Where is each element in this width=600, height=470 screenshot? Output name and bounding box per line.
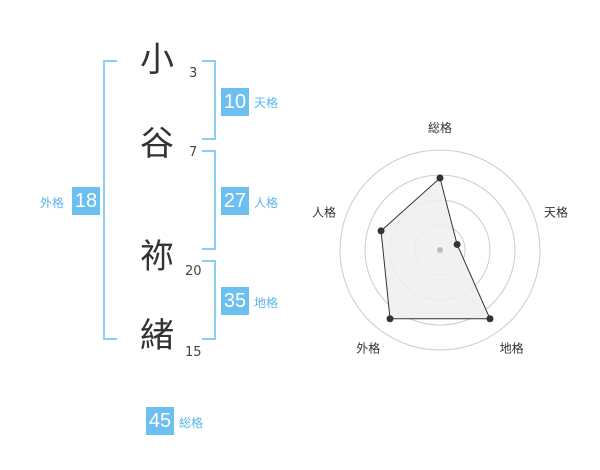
tenkaku-value-badge: 10 xyxy=(221,88,249,116)
soukaku-value-badge: 45 xyxy=(146,407,174,435)
jinkaku-label: 人格 xyxy=(254,196,279,210)
gaikaku-label: 外格 xyxy=(40,196,65,210)
radar-point-2 xyxy=(453,240,461,248)
radar-area xyxy=(380,177,491,320)
radar-axis-label-4: 外格 xyxy=(356,341,380,356)
name-char-2: 谷 xyxy=(140,124,174,164)
name-char-3: 祢 xyxy=(140,237,174,277)
radar-point-1 xyxy=(436,174,444,182)
radar-point-5 xyxy=(377,227,385,235)
soukaku-label: 総格 xyxy=(179,416,204,430)
radar-ring-4 xyxy=(339,149,541,351)
gaikaku-bracket xyxy=(103,60,117,340)
radar-axis-label-2: 天格 xyxy=(544,204,568,219)
chikaku-label: 地格 xyxy=(254,296,279,310)
radar-axis-label-3: 地格 xyxy=(500,341,524,356)
stroke-count-2: 7 xyxy=(189,145,198,160)
chikaku-bracket xyxy=(202,260,216,340)
radar-axis-label-5: 人格 xyxy=(312,204,336,219)
name-char-4: 緒 xyxy=(140,316,174,356)
chikaku-value-badge: 35 xyxy=(221,287,249,315)
gaikaku-value-badge: 18 xyxy=(72,187,100,215)
radar-point-3 xyxy=(486,315,494,323)
radar-point-4 xyxy=(386,315,394,323)
name-char-1: 小 xyxy=(140,40,174,80)
tenkaku-label: 天格 xyxy=(254,96,279,110)
jinkaku-bracket xyxy=(202,150,216,250)
stroke-count-4: 15 xyxy=(185,345,202,360)
stroke-count-3: 20 xyxy=(185,264,202,279)
radar-axis-label-1: 総格 xyxy=(428,120,452,135)
jinkaku-value-badge: 27 xyxy=(221,187,249,215)
tenkaku-bracket xyxy=(202,60,216,140)
radar-center-dot xyxy=(437,247,443,253)
stroke-count-1: 3 xyxy=(189,66,198,81)
